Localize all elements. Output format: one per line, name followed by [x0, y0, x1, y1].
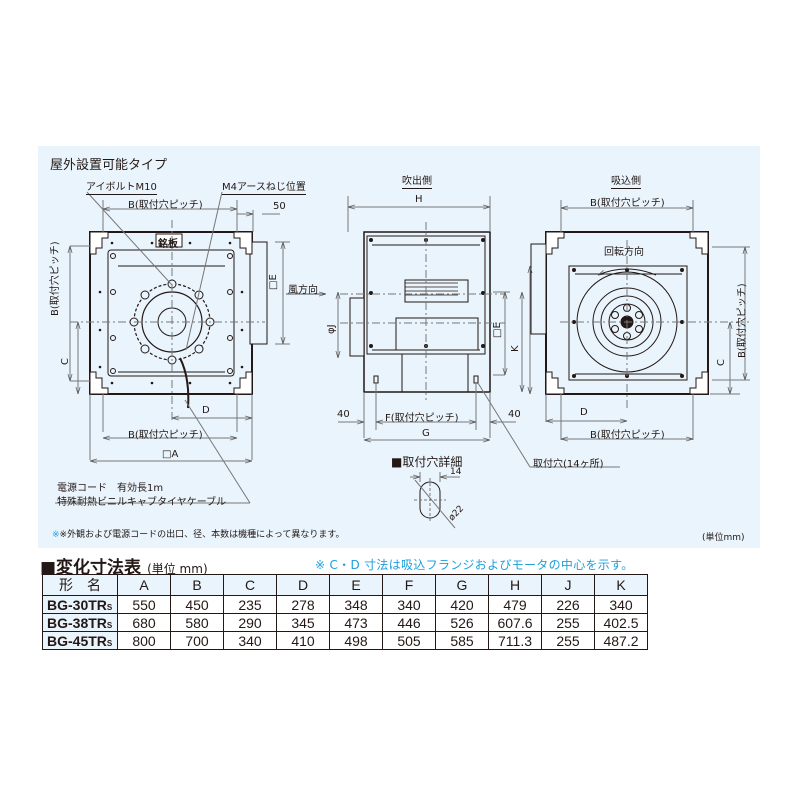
c-label-inlet: C — [716, 359, 727, 366]
cord-label-line2: 特殊耐熱ビニルキャブタイヤケーブル — [57, 497, 227, 508]
header-j: J — [541, 574, 595, 596]
e-label-front: □E — [268, 274, 279, 290]
g-label: G — [422, 428, 430, 439]
cell-h: 607.6 — [488, 613, 542, 632]
right-40-label: 40 — [508, 409, 521, 420]
model-name: BG-45TRS — [42, 631, 118, 650]
cell-e: 498 — [329, 631, 383, 650]
cell-e: 348 — [329, 595, 383, 614]
inlet-view-title: 吸込側 — [611, 172, 641, 189]
dimension-table: 形 名 A B C D E F G H J K BG-30TRS 550 450… — [42, 574, 648, 650]
b-pitch-bottom-inlet: B(取付穴ピッチ) — [590, 430, 665, 441]
cell-c: 235 — [223, 595, 277, 614]
d-label-inlet: D — [580, 407, 588, 418]
cell-j: 255 — [541, 613, 595, 632]
hole-detail-title: ■取付穴詳細 — [391, 455, 463, 469]
model-name: BG-38TRS — [42, 613, 118, 632]
header-e: E — [329, 574, 383, 596]
header-d: D — [276, 574, 330, 596]
cell-d: 278 — [276, 595, 330, 614]
cell-d: 410 — [276, 631, 330, 650]
b-pitch-side-label: B(取付穴ピッチ) — [50, 241, 61, 316]
cell-j: 255 — [541, 631, 595, 650]
mount-hole-label: 取付穴(14ヶ所) — [533, 459, 604, 470]
header-model: 形 名 — [42, 574, 118, 596]
cell-b: 450 — [170, 595, 224, 614]
cell-c: 290 — [223, 613, 277, 632]
cell-g: 526 — [435, 613, 489, 632]
cell-f: 505 — [382, 631, 436, 650]
drawing-title: 屋外設置可能タイプ — [50, 158, 168, 173]
hole-width-label: 14 — [450, 467, 462, 477]
phi-j-label: φJ — [326, 324, 337, 334]
cell-k: 402.5 — [594, 613, 648, 632]
cell-h: 479 — [488, 595, 542, 614]
table-row: BG-30TRS 550 450 235 278 348 340 420 479… — [42, 595, 648, 614]
model-name: BG-30TRS — [42, 595, 118, 614]
f-pitch-label: F(取付穴ピッチ) — [385, 413, 459, 424]
header-f: F — [382, 574, 436, 596]
b-pitch-bottom-label: B(取付穴ピッチ) — [128, 430, 203, 441]
b-pitch-top-inlet: B(取付穴ピッチ) — [590, 198, 665, 209]
dim-50-label: 50 — [273, 201, 286, 212]
a-label: □A — [162, 449, 179, 460]
table-note: ※ C・D 寸法は吸込フランジおよびモータの中心を示す。 — [315, 558, 634, 572]
rotation-direction-label: 回転方向 — [604, 247, 644, 258]
h-label: H — [415, 194, 423, 205]
cell-b: 580 — [170, 613, 224, 632]
cell-c: 340 — [223, 631, 277, 650]
cell-j: 226 — [541, 595, 595, 614]
table-title: ■変化寸法表(単位 mm) — [40, 558, 208, 578]
eyebolt-label: アイボルトM10 — [86, 178, 157, 195]
cell-h: 711.3 — [488, 631, 542, 650]
b-pitch-top-label: B(取付穴ピッチ) — [128, 200, 203, 211]
header-b: B — [170, 574, 224, 596]
header-h: H — [488, 574, 542, 596]
k-label: K — [510, 345, 521, 352]
cell-g: 420 — [435, 595, 489, 614]
cell-b: 700 — [170, 631, 224, 650]
d-label: D — [202, 405, 210, 416]
b-pitch-side-inlet: B(取付穴ピッチ) — [737, 283, 748, 358]
table-row: BG-45TRS 800 700 340 410 498 505 585 711… — [42, 631, 648, 650]
nameplate-label: 銘板 — [158, 239, 178, 250]
unit-label: (単位mm) — [702, 533, 745, 543]
wind-direction-label: 風方向 — [288, 285, 318, 296]
table-row: BG-38TRS 680 580 290 345 473 446 526 607… — [42, 613, 648, 632]
header-c: C — [223, 574, 277, 596]
cord-label-line1: 電源コード 有効長1m — [57, 483, 164, 494]
cell-a: 680 — [117, 613, 171, 632]
cell-d: 345 — [276, 613, 330, 632]
header-a: A — [117, 574, 171, 596]
cell-a: 800 — [117, 631, 171, 650]
outlet-view-title: 吹出側 — [402, 172, 432, 189]
cell-g: 585 — [435, 631, 489, 650]
earth-screw-label: M4アースねじ位置 — [222, 178, 306, 195]
table-header-row: 形 名 A B C D E F G H J K — [42, 574, 648, 596]
cell-e: 473 — [329, 613, 383, 632]
cell-f: 340 — [382, 595, 436, 614]
header-k: K — [594, 574, 648, 596]
e-label-outlet: □E — [492, 322, 503, 338]
appearance-footnote: ※※外観および電源コードの出口、径、本数は機種によって異なります。 — [52, 530, 345, 540]
cell-f: 446 — [382, 613, 436, 632]
cell-a: 550 — [117, 595, 171, 614]
c-label: C — [60, 358, 71, 365]
cell-k: 487.2 — [594, 631, 648, 650]
left-40-label: 40 — [337, 409, 350, 420]
header-g: G — [435, 574, 489, 596]
cell-k: 340 — [594, 595, 648, 614]
